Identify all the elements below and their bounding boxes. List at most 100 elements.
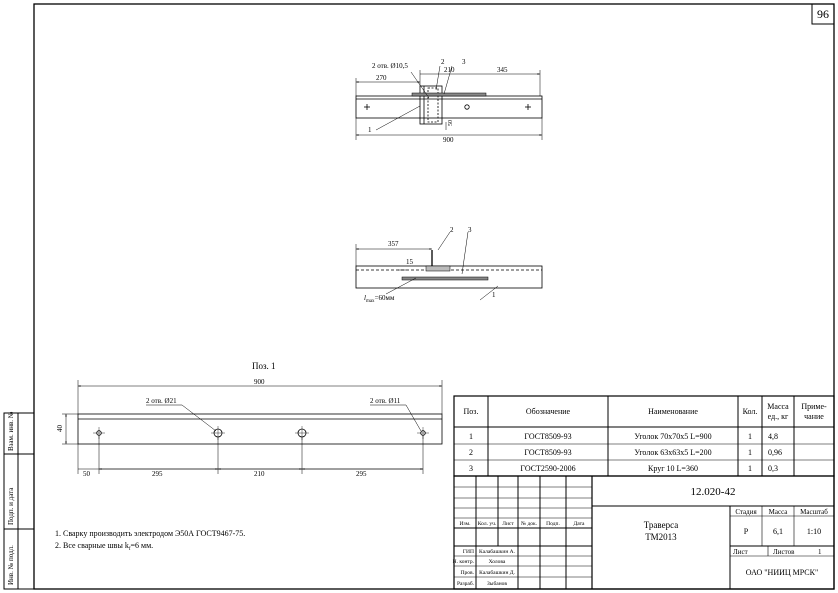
svg-text:Уголок 63х63х5 L=200: Уголок 63х63х5 L=200 [634, 448, 711, 457]
sheets-label: Листов [773, 548, 795, 556]
inv-orig-label: Инв. № подл. [7, 545, 15, 585]
part-hole-11: 2 отв. Ø11 [370, 397, 401, 405]
stage-value: Р [744, 527, 749, 536]
title-block-text: 12.020-42 Траверса ТМ2013 Стадия Масса М… [453, 486, 829, 587]
title-line-1: Траверса [644, 520, 678, 530]
part-dim-40: 40 [56, 425, 64, 433]
side-dim-357: 357 [388, 240, 399, 248]
top-dim-50: 50 [448, 120, 454, 126]
svg-text:Разраб.: Разраб. [457, 580, 475, 587]
th-designation: Обозначение [526, 407, 571, 416]
th-note-1: Приме- [801, 402, 827, 411]
side-callout-1: 1 [492, 291, 496, 299]
title-line-2: ТМ2013 [645, 532, 677, 542]
top-dim-900: 900 [443, 136, 454, 144]
svg-text:Изм.: Изм. [460, 521, 472, 527]
svg-text:ГИП: ГИП [463, 549, 474, 555]
top-callout-1: 1 [368, 126, 372, 134]
part-dim-295b: 295 [356, 470, 367, 478]
part-dim-210: 210 [254, 470, 265, 478]
svg-text:Калабашкин А.: Калабашкин А. [479, 548, 516, 555]
svg-text:1: 1 [469, 432, 473, 441]
part-view-labels: 900 40 2 отв. Ø21 2 отв. Ø11 50 295 210 … [56, 378, 401, 478]
sheets-value: 1 [818, 548, 822, 556]
table-row: 1 ГОСТ8509-93 Уголок 70х70х5 L=900 1 4,8 [469, 432, 778, 441]
top-callout-2: 2 [441, 58, 445, 66]
th-qty: Кол. [743, 407, 758, 416]
svg-text:3: 3 [469, 464, 473, 473]
part-dim-50: 50 [83, 470, 91, 478]
spec-table-header: Поз. Обозначение Наименование Кол. Масса… [464, 402, 827, 421]
svg-text:ГОСТ8509-93: ГОСТ8509-93 [524, 448, 571, 457]
sheet-number: 96 [817, 7, 829, 21]
top-hole-label: 2 отв. Ø10,5 [372, 62, 408, 70]
note-2: 2. Все сварные швы kf=6 мм. [55, 541, 153, 552]
mass-label: Масса [769, 508, 789, 516]
part-body [77, 413, 443, 445]
part-dim-900: 900 [254, 378, 265, 386]
th-mass-1: Масса [767, 402, 789, 411]
sheet-number-box: 96 [811, 3, 835, 25]
sign-date-label: Подп. и дата [7, 487, 15, 525]
th-pos: Поз. [464, 407, 479, 416]
svg-text:0,3: 0,3 [768, 464, 778, 473]
side-callout-3: 3 [468, 226, 472, 234]
table-row: 2 ГОСТ8509-93 Уголок 63х63х5 L=200 1 0,9… [469, 448, 782, 457]
svg-text:Кол. уч.: Кол. уч. [478, 521, 497, 527]
svg-text:Пров.: Пров. [461, 570, 475, 576]
svg-text:4,8: 4,8 [768, 432, 778, 441]
spec-table-rows: 1 ГОСТ8509-93 Уголок 70х70х5 L=900 1 4,8… [469, 432, 782, 473]
scale-value: 1:10 [807, 527, 821, 536]
weld-length-note: lmax=60мм [364, 294, 395, 304]
svg-text:0,96: 0,96 [768, 448, 782, 457]
signature-rows: ГИП Калабашкин А. Н. контр. Холова Пров.… [453, 548, 516, 587]
side-view-labels: 357 15 lmax=60мм 1 2 3 [364, 226, 496, 304]
organization: ОАО "НИИЦ МРСК" [746, 568, 819, 577]
side-stamp: Инв. № подл. Подп. и дата Взам. инв. № [3, 411, 35, 590]
sheet-label: Лист [733, 548, 748, 556]
top-dim-270: 270 [376, 74, 387, 82]
svg-text:Калабашкин Д.: Калабашкин Д. [479, 569, 515, 576]
svg-text:Лист: Лист [502, 521, 514, 527]
svg-text:1: 1 [748, 432, 752, 441]
th-name: Наименование [648, 407, 698, 416]
top-callout-3: 3 [462, 58, 466, 66]
note-1: 1. Сварку производить электродом Э50А ГО… [55, 529, 245, 538]
svg-text:1: 1 [748, 464, 752, 473]
side-callout-2: 2 [450, 226, 454, 234]
svg-text:Зыбанов: Зыбанов [487, 580, 507, 587]
part-view-title: Поз. 1 [252, 361, 276, 371]
doc-code: 12.020-42 [691, 486, 736, 498]
part-view [62, 380, 443, 474]
top-view [355, 65, 543, 140]
svg-text:№ док.: № док. [521, 521, 538, 527]
th-mass-2: ед., кг [768, 412, 789, 421]
top-view-labels: 2 отв. Ø10,5 270 210 345 900 50 1 2 3 [368, 58, 508, 144]
table-row: 3 ГОСТ2590-2006 Круг 10 L=360 1 0,3 [469, 464, 778, 473]
part-dim-295a: 295 [152, 470, 163, 478]
svg-text:1: 1 [748, 448, 752, 457]
top-dim-210: 210 [444, 66, 455, 74]
svg-text:2: 2 [469, 448, 473, 457]
svg-text:ГОСТ8509-93: ГОСТ8509-93 [524, 432, 571, 441]
th-note-2: чание [804, 412, 824, 421]
inv-replace-label: Взам. инв. № [7, 411, 15, 451]
scale-label: Масштаб [800, 508, 828, 516]
stage-label: Стадия [735, 508, 757, 516]
spec-table [453, 395, 835, 477]
svg-text:Холова: Холова [489, 559, 506, 565]
change-record-heads: Изм. Кол. уч. Лист № док. Подп. Дата [460, 521, 586, 527]
side-view [355, 231, 543, 301]
mass-value: 6,1 [773, 527, 783, 536]
top-dim-345: 345 [497, 66, 508, 74]
svg-text:ГОСТ2590-2006: ГОСТ2590-2006 [520, 464, 575, 473]
svg-text:Круг 10 L=360: Круг 10 L=360 [648, 464, 698, 473]
part-hole-21: 2 отв. Ø21 [146, 397, 177, 405]
title-block-grid [453, 475, 835, 590]
sheet-frame [33, 3, 835, 590]
svg-text:Н. контр.: Н. контр. [453, 559, 475, 565]
svg-text:Дата: Дата [574, 521, 586, 527]
side-dim-15: 15 [406, 258, 414, 266]
general-notes: 1. Сварку производить электродом Э50А ГО… [55, 529, 245, 552]
